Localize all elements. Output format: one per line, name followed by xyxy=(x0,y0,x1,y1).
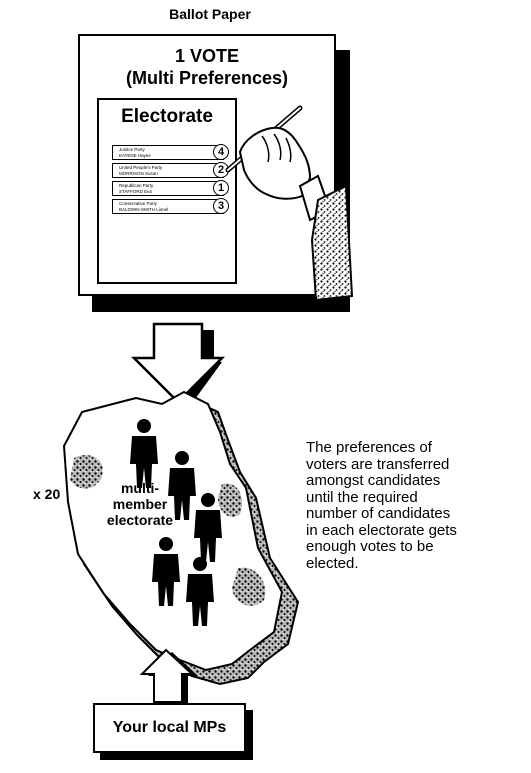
voters-people-icons xyxy=(130,419,222,626)
multiplier-label: x 20 xyxy=(33,486,61,502)
description-line: number of candidates xyxy=(306,505,451,522)
description-line: amongst candidates xyxy=(306,472,441,489)
candidate-name: BALDWIN-SMITH Lionel xyxy=(119,207,169,212)
up-arrow-icon xyxy=(139,648,198,704)
description-line: The preferences of xyxy=(306,439,432,456)
candidate-row: Justice Party EATENE Hayes xyxy=(112,145,224,160)
description-line: enough votes to be xyxy=(306,538,434,555)
preference-number: 1 xyxy=(213,180,229,196)
preference-number: 4 xyxy=(213,144,229,160)
preference-number: 3 xyxy=(213,198,229,214)
candidate-name: MORRISON Susan xyxy=(119,171,158,176)
result-label: Your local MPs xyxy=(112,719,227,736)
candidate-party: Republican Party xyxy=(119,183,154,188)
description-text: The preferences of voters are transferre… xyxy=(306,439,531,572)
hand-with-pen-icon xyxy=(225,105,353,300)
description-line: voters are transferred xyxy=(306,455,450,473)
result-box xyxy=(93,703,246,753)
candidate-row: Republican Party STAFFORD Eva xyxy=(112,181,224,196)
candidate-party: United People's Party xyxy=(119,165,163,170)
candidate-row: United People's Party MORRISON Susan xyxy=(112,163,224,178)
description-line: elected. xyxy=(306,554,359,572)
vote-subheading: (Multi Preferences) xyxy=(125,68,289,88)
candidate-party: Conservative Party xyxy=(119,201,158,206)
candidate-row: Conservative Party BALDWIN-SMITH Lionel xyxy=(112,199,224,214)
description-line: until the required xyxy=(306,488,418,506)
map-label-line: multi- xyxy=(120,480,160,496)
map-label-line: member xyxy=(112,496,168,512)
candidate-party: Justice Party xyxy=(119,147,145,152)
map-label-line: electorate xyxy=(106,512,174,528)
candidate-name: STAFFORD Eva xyxy=(119,189,152,194)
down-arrow-icon xyxy=(130,322,226,406)
candidate-name: EATENE Hayes xyxy=(119,153,151,158)
electorate-title: Electorate xyxy=(121,106,213,127)
vote-heading: 1 VOTE xyxy=(174,46,240,66)
preference-number: 2 xyxy=(213,162,229,178)
description-line: in each electorate gets xyxy=(306,521,457,539)
ballot-caption: Ballot Paper xyxy=(169,6,251,22)
electorate-map xyxy=(62,390,300,686)
